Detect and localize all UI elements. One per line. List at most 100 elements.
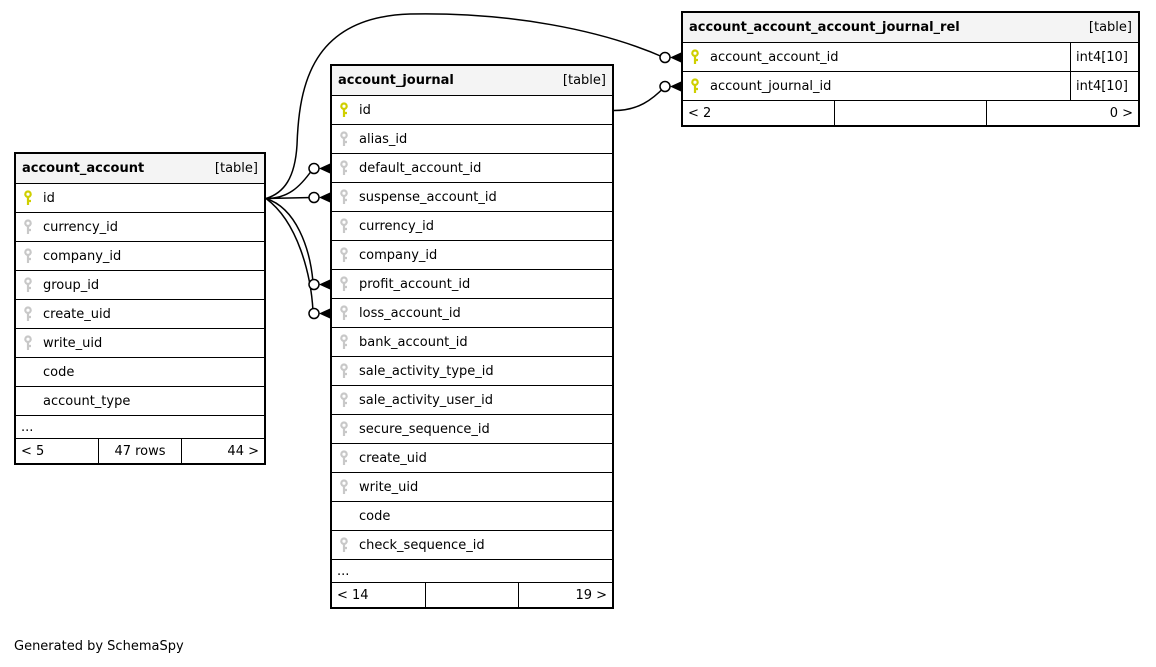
- foreign-key-icon: [338, 160, 350, 176]
- table-type-badge: [table]: [1088, 20, 1132, 35]
- more-columns-ellipsis: ...: [16, 416, 264, 439]
- arrowhead-icon: [670, 81, 681, 92]
- column-name: default_account_id: [359, 160, 482, 176]
- column-name: id: [359, 102, 371, 118]
- foreign-key-icon: [338, 392, 350, 408]
- zero-many-circle-icon: [308, 278, 320, 291]
- column-name: profit_account_id: [359, 276, 471, 292]
- relationship-line: [613, 85, 666, 112]
- relationship-line: [265, 13, 665, 200]
- column-name: currency_id: [359, 218, 435, 234]
- table-footer: < 14 19 >: [332, 583, 612, 607]
- column-row: create_uid: [16, 300, 264, 329]
- column-name: currency_id: [43, 219, 119, 235]
- column-name: secure_sequence_id: [359, 421, 490, 437]
- table-type-badge: [table]: [214, 161, 258, 176]
- foreign-key-icon: [22, 335, 34, 351]
- footer-incoming-count: < 2: [688, 105, 712, 121]
- column-name: loss_account_id: [359, 305, 461, 321]
- foreign-key-icon: [338, 537, 350, 553]
- foreign-key-icon: [338, 247, 350, 263]
- relationship-line: [265, 197, 314, 312]
- column-type: int4[10]: [1070, 72, 1138, 100]
- more-columns-ellipsis: ...: [332, 560, 612, 583]
- column-name: company_id: [43, 248, 122, 264]
- zero-many-circle-icon: [308, 307, 320, 320]
- generator-credit: Generated by SchemaSpy: [14, 639, 184, 654]
- footer-outgoing-count: 19 >: [518, 583, 612, 607]
- foreign-key-icon: [338, 276, 350, 292]
- relationship-line: [265, 169, 313, 200]
- zero-many-circle-icon: [308, 191, 320, 204]
- column-row: bank_account_id: [332, 328, 612, 357]
- foreign-key-icon: [338, 131, 350, 147]
- column-row: id: [332, 96, 612, 125]
- column-row: id: [16, 184, 264, 213]
- column-name: create_uid: [359, 450, 427, 466]
- column-row: check_sequence_id: [332, 531, 612, 560]
- zero-many-circle-icon: [659, 51, 671, 64]
- column-row: account_journal_id int4[10]: [683, 72, 1138, 101]
- column-row: secure_sequence_id: [332, 415, 612, 444]
- column-row: account_type: [16, 387, 264, 416]
- table-footer: < 5 47 rows 44 >: [16, 439, 264, 463]
- foreign-key-icon: [338, 189, 350, 205]
- column-row: code: [332, 502, 612, 531]
- column-name: company_id: [359, 247, 438, 263]
- table-node-account-account-account-journal-rel: account_account_account_journal_rel [tab…: [681, 11, 1140, 127]
- table-type-badge: [table]: [562, 73, 606, 88]
- column-row: profit_account_id: [332, 270, 612, 299]
- table-header: account_journal [table]: [332, 66, 612, 96]
- column-row: currency_id: [16, 213, 264, 242]
- primary-key-icon: [689, 49, 701, 65]
- column-name: create_uid: [43, 306, 111, 322]
- column-row: sale_activity_user_id: [332, 386, 612, 415]
- foreign-key-icon: [338, 363, 350, 379]
- column-row: group_id: [16, 271, 264, 300]
- column-row: write_uid: [16, 329, 264, 358]
- column-name: code: [359, 508, 391, 524]
- column-row: default_account_id: [332, 154, 612, 183]
- primary-key-icon: [338, 102, 350, 118]
- column-row: account_account_id int4[10]: [683, 43, 1138, 72]
- table-title[interactable]: account_account: [22, 161, 145, 176]
- table-node-account-account: account_account [table] id currency_id c…: [14, 152, 266, 465]
- foreign-key-icon: [22, 306, 34, 322]
- column-row: loss_account_id: [332, 299, 612, 328]
- column-name: account_type: [43, 393, 131, 409]
- column-row: write_uid: [332, 473, 612, 502]
- column-name: write_uid: [43, 335, 103, 351]
- table-title[interactable]: account_account_account_journal_rel: [689, 20, 960, 35]
- column-row: company_id: [16, 242, 264, 271]
- column-name: code: [43, 364, 75, 380]
- footer-row-count: 47 rows: [98, 439, 181, 463]
- column-type: int4[10]: [1070, 43, 1138, 71]
- column-name: account_account_id: [710, 49, 839, 65]
- arrowhead-icon: [319, 279, 330, 290]
- foreign-key-icon: [22, 248, 34, 264]
- relationship-line: [265, 196, 313, 200]
- foreign-key-icon: [338, 334, 350, 350]
- foreign-key-icon: [338, 421, 350, 437]
- column-name: sale_activity_user_id: [359, 392, 493, 408]
- table-node-account-journal: account_journal [table] id alias_id defa…: [330, 64, 614, 609]
- table-title[interactable]: account_journal: [338, 73, 454, 88]
- column-name: group_id: [43, 277, 100, 293]
- column-name: id: [43, 190, 55, 206]
- column-name: alias_id: [359, 131, 408, 147]
- column-name: sale_activity_type_id: [359, 363, 494, 379]
- table-header: account_account [table]: [16, 154, 264, 184]
- table-header: account_account_account_journal_rel [tab…: [683, 13, 1138, 43]
- column-name: account_journal_id: [710, 78, 832, 94]
- arrowhead-icon: [319, 163, 330, 174]
- foreign-key-icon: [22, 219, 34, 235]
- foreign-key-icon: [338, 305, 350, 321]
- column-name: bank_account_id: [359, 334, 468, 350]
- footer-row-count: [834, 101, 986, 125]
- column-row: alias_id: [332, 125, 612, 154]
- foreign-key-icon: [338, 479, 350, 495]
- column-row: sale_activity_type_id: [332, 357, 612, 386]
- column-row: currency_id: [332, 212, 612, 241]
- column-row: company_id: [332, 241, 612, 270]
